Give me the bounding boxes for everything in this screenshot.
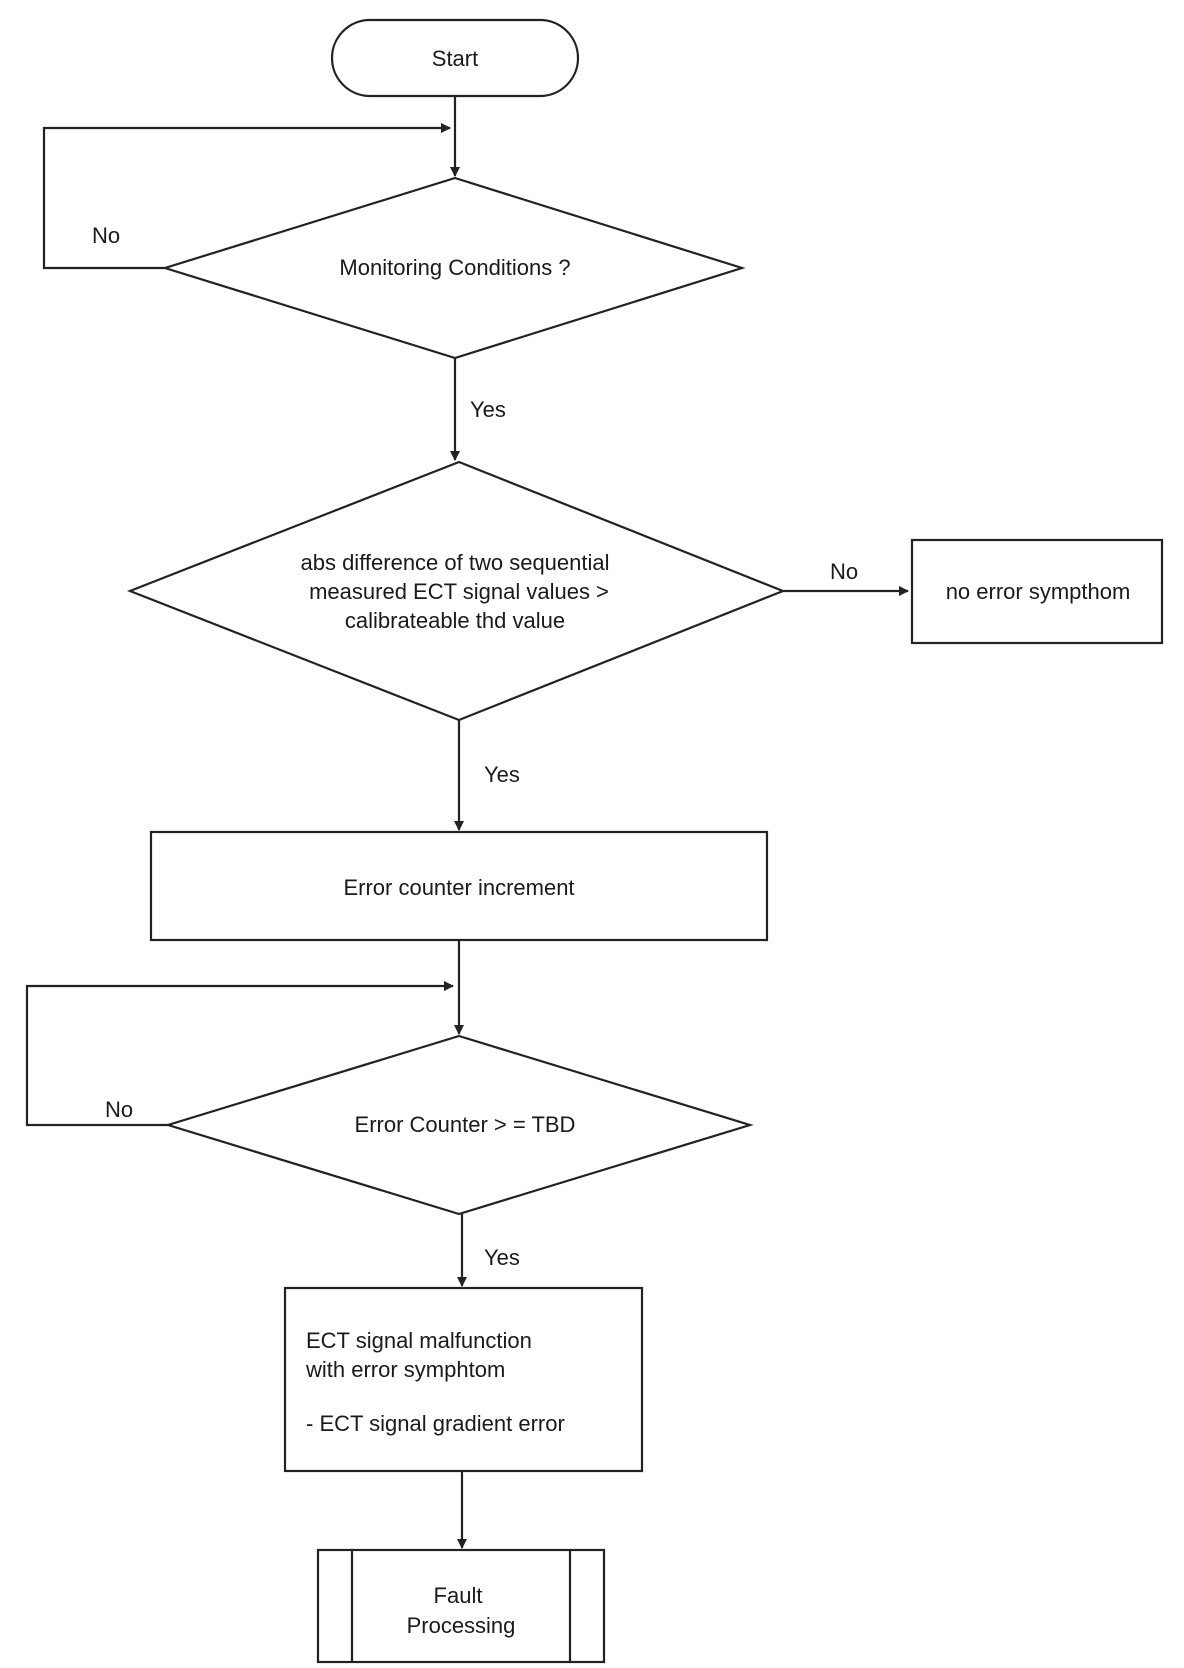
malfunction-label-line1: ECT signal malfunction [306,1328,532,1353]
counter-label: Error Counter > = TBD [355,1112,576,1137]
fault-processing-box: Fault Processing [316,1548,606,1664]
edge-monitoring-no-loop [42,123,451,270]
increment-box: Error counter increment [149,830,769,942]
abs-diff-decision: abs difference of two sequential measure… [126,460,786,722]
abs-diff-label-line3: calibrateable thd value [345,608,565,633]
malfunction-label-line3: - ECT signal gradient error [306,1411,565,1436]
malfunction-box: ECT signal malfunction with error sympht… [283,1286,644,1473]
malfunction-label-line2: with error symphtom [305,1357,505,1382]
start-node: Start [330,18,580,98]
abs-diff-label-line1: abs difference of two sequential [300,550,609,575]
fault-label-line2: Processing [407,1613,516,1638]
counter-decision: Error Counter > = TBD [164,1034,754,1216]
edge-counter-no-loop [25,981,454,1127]
monitoring-yes-label: Yes [470,397,506,422]
abs-diff-no-label: No [830,559,858,584]
monitoring-label: Monitoring Conditions ? [339,255,570,280]
abs-diff-label-line2: measured ECT signal values > [309,579,609,604]
counter-no-label: No [105,1097,133,1122]
fault-label-line1: Fault [434,1583,483,1608]
start-label: Start [432,46,478,71]
no-error-label: no error sympthom [946,579,1131,604]
monitoring-no-label: No [92,223,120,248]
counter-yes-label: Yes [484,1245,520,1270]
increment-label: Error counter increment [343,875,574,900]
monitoring-decision: Monitoring Conditions ? [161,176,746,360]
no-error-box: no error sympthom [910,538,1164,645]
abs-diff-yes-label: Yes [484,762,520,787]
